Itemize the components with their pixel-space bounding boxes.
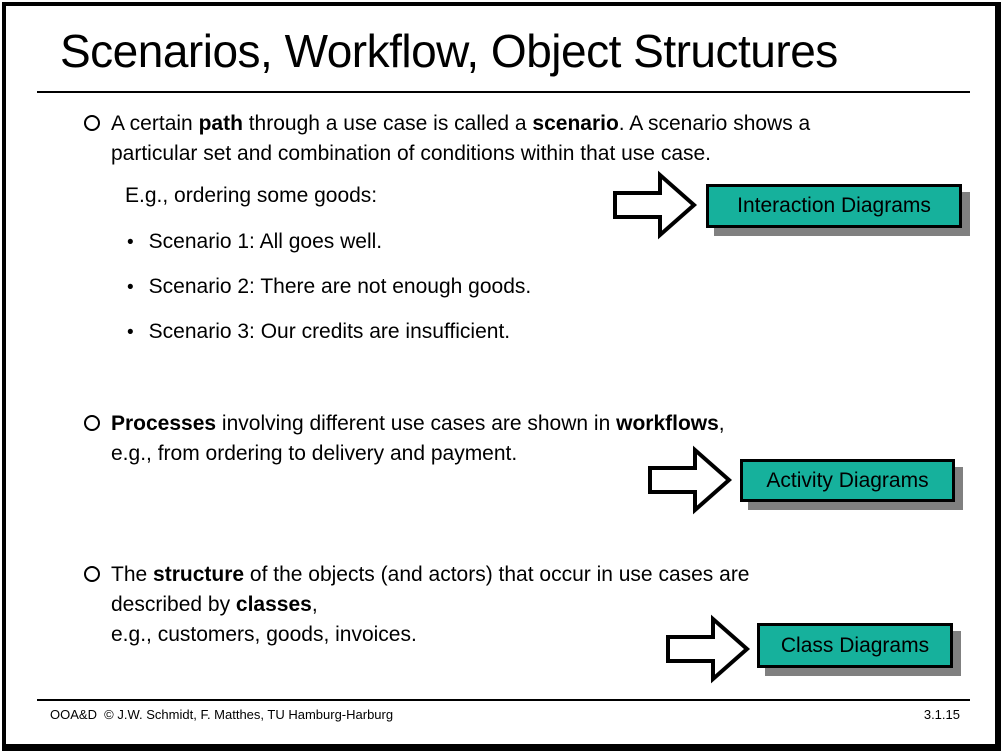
- block-arrow-icon: [648, 445, 733, 515]
- bullet-item-workflow: Processes involving different use cases …: [84, 409, 989, 469]
- list-item-scenario-2: • Scenario 2: There are not enough goods…: [127, 275, 531, 299]
- callout-box-class-diagrams: Class Diagrams: [757, 623, 953, 668]
- list-item-scenario-1: • Scenario 1: All goes well.: [127, 230, 382, 254]
- slide-number: 3.1.15: [923, 707, 960, 722]
- circle-bullet-icon: [84, 415, 100, 431]
- bullet-text: The structure of the objects (and actors…: [111, 563, 750, 646]
- page-title: Scenarios, Workflow, Object Structures: [60, 25, 838, 77]
- dot-bullet-icon: •: [127, 322, 134, 343]
- footer-credit: OOA&D © J.W. Schmidt, F. Matthes, TU Ham…: [50, 707, 394, 722]
- bullet-item-structure: The structure of the objects (and actors…: [84, 560, 989, 650]
- callout-label: Interaction Diagrams: [737, 194, 931, 217]
- example-label: E.g., ordering some goods:: [125, 184, 378, 207]
- list-item-label: Scenario 1: All goes well.: [148, 230, 383, 253]
- bullet-text: A certain path through a use case is cal…: [111, 112, 811, 165]
- circle-bullet-icon: [84, 115, 100, 131]
- bullet-text: Processes involving different use cases …: [111, 412, 725, 465]
- block-arrow-icon: [666, 614, 751, 684]
- dot-bullet-icon: •: [127, 232, 134, 253]
- list-item-label: Scenario 3: Our credits are insufficient…: [148, 320, 511, 343]
- list-item-label: Scenario 2: There are not enough goods.: [148, 275, 532, 298]
- callout-box-activity-diagrams: Activity Diagrams: [740, 459, 955, 502]
- bullet-item-scenario: A certain path through a use case is cal…: [84, 109, 989, 169]
- list-item-scenario-3: • Scenario 3: Our credits are insufficie…: [127, 320, 510, 344]
- dot-bullet-icon: •: [127, 277, 134, 298]
- circle-bullet-icon: [84, 566, 100, 582]
- callout-label: Class Diagrams: [780, 633, 930, 657]
- callout-label: Activity Diagrams: [766, 468, 929, 492]
- block-arrow-icon: [613, 170, 698, 240]
- callout-box-interaction-diagrams: Interaction Diagrams: [706, 184, 962, 228]
- footer-divider: [37, 699, 970, 701]
- title-divider: [37, 91, 970, 93]
